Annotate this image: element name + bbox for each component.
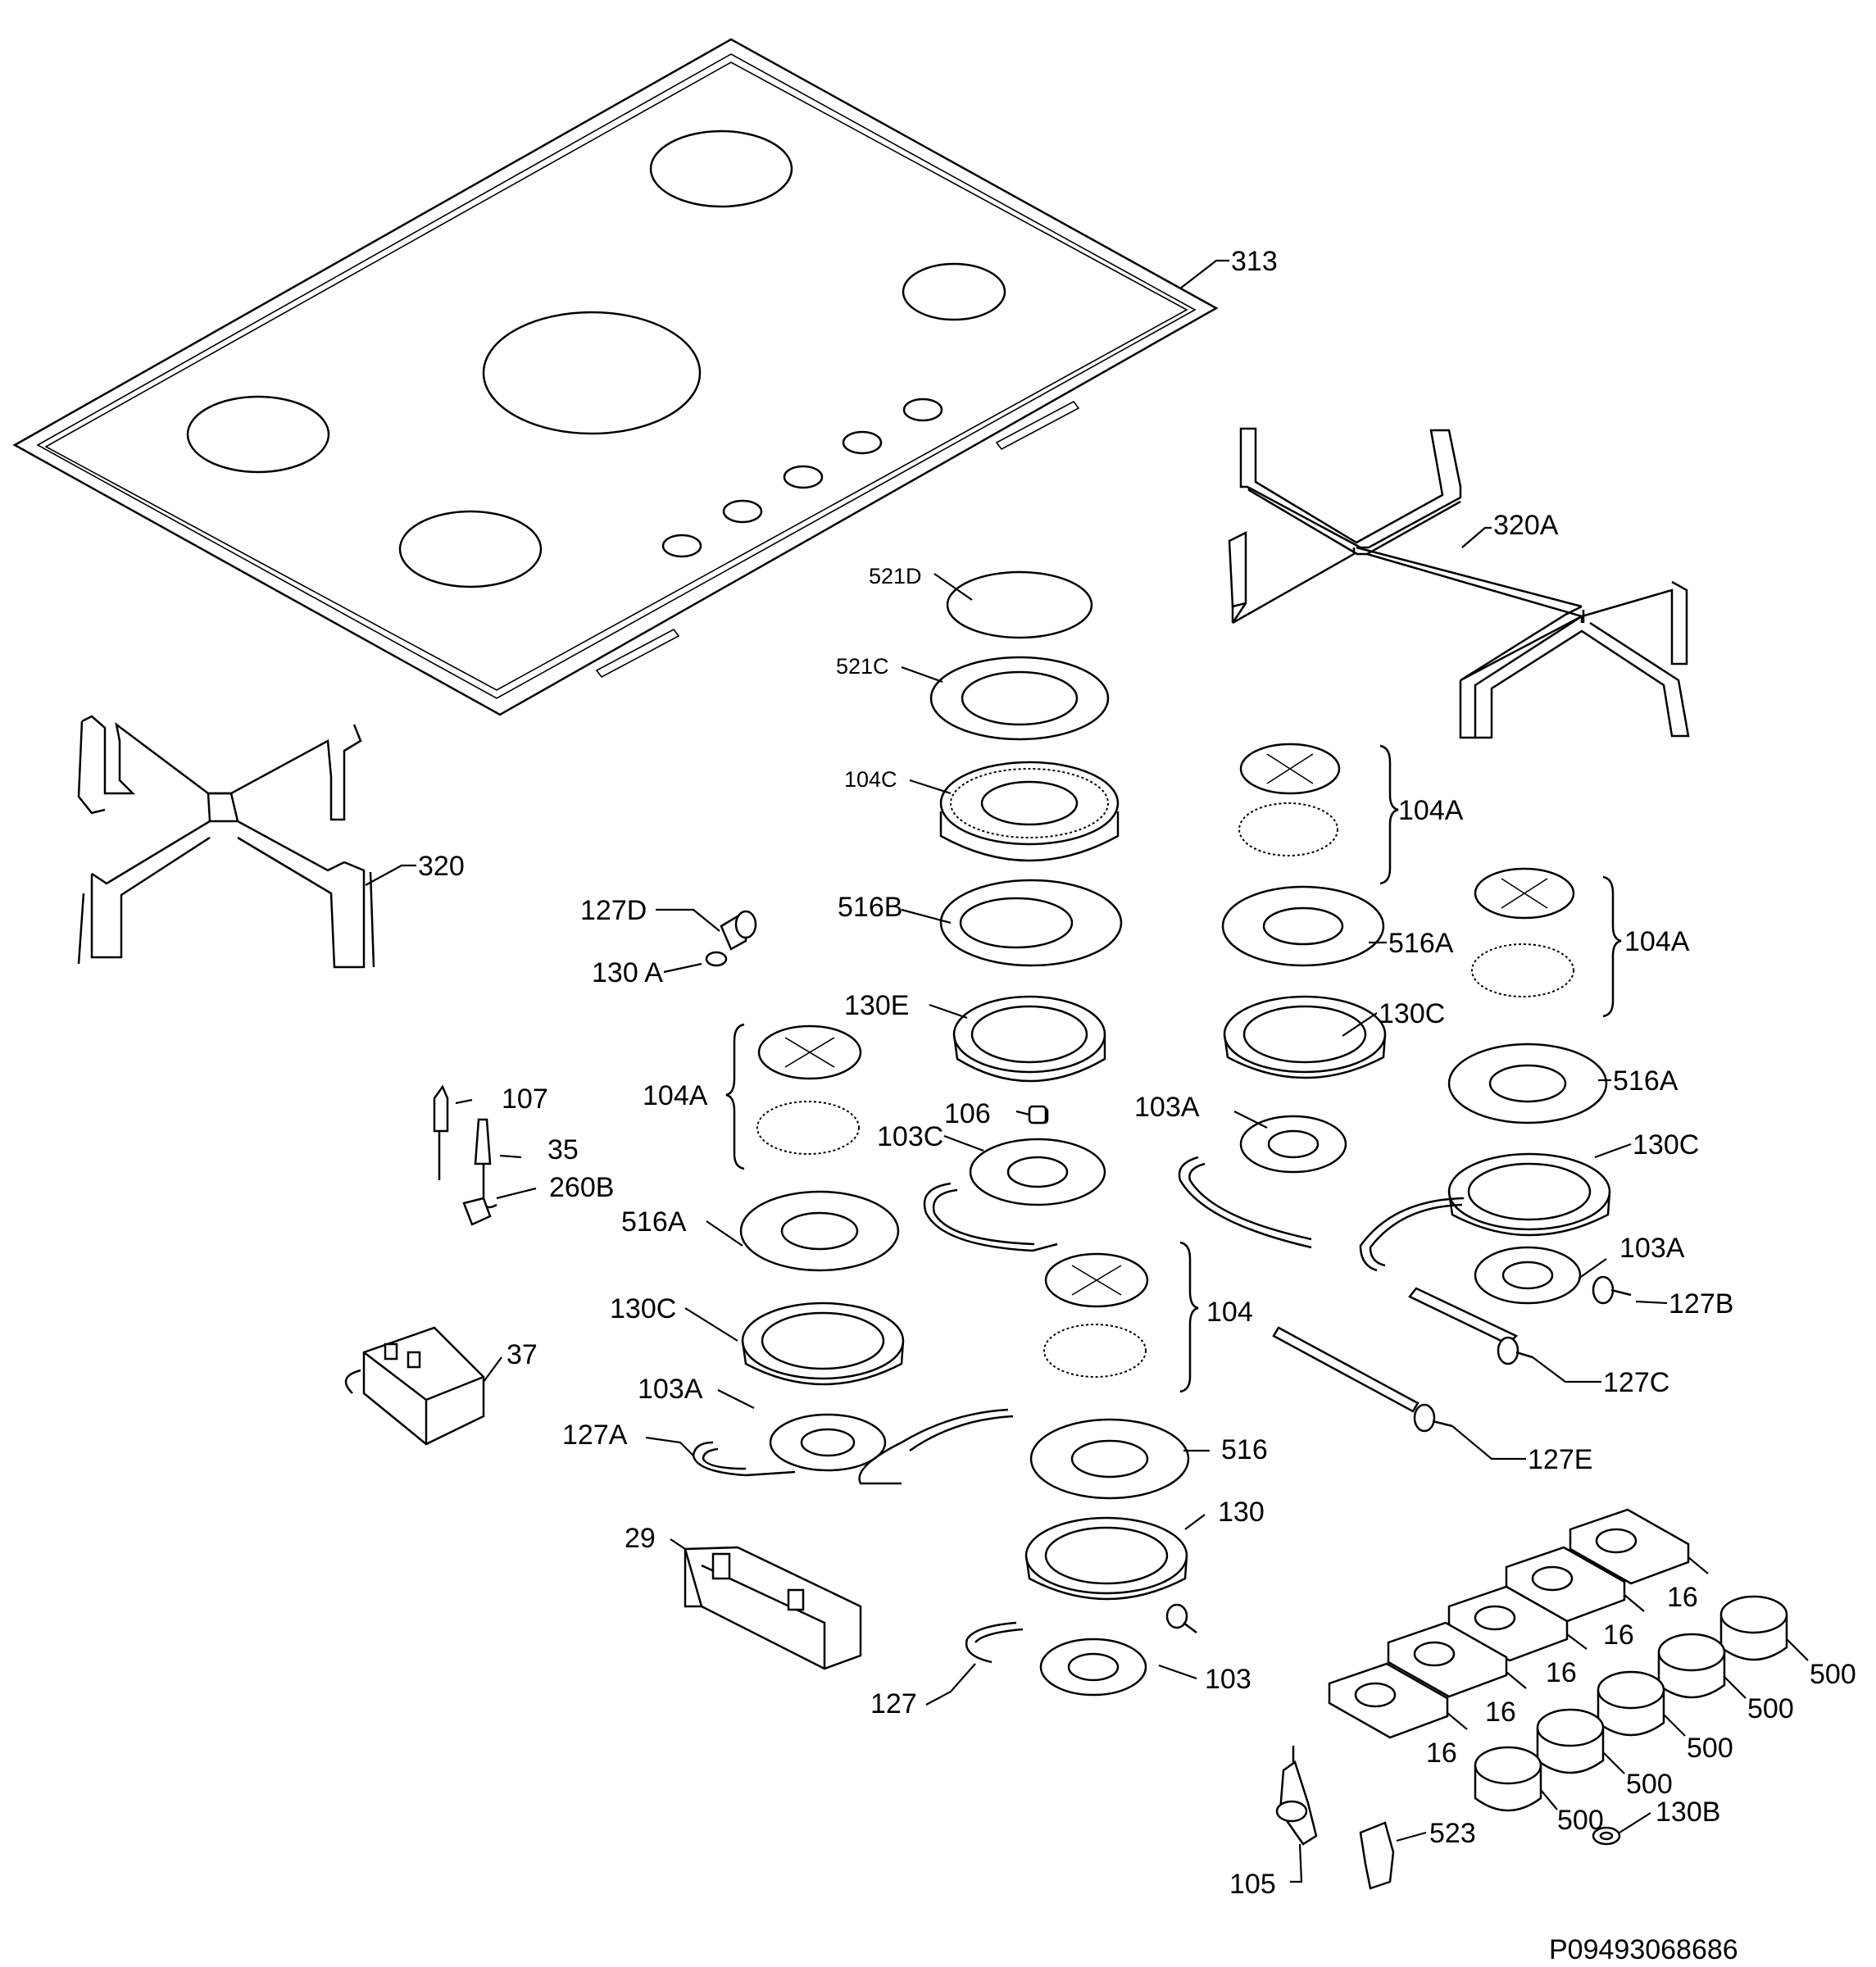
label-103a-2: 103A xyxy=(1619,1233,1685,1264)
label-130e: 130E xyxy=(844,990,909,1021)
label-130b: 130B xyxy=(1656,1797,1720,1828)
label-104: 104 xyxy=(1206,1297,1253,1328)
label-516a-3: 516A xyxy=(621,1206,687,1238)
gas-tap-5 xyxy=(1328,1662,1449,1739)
label-500-1: 500 xyxy=(1810,1659,1856,1690)
burner-right-far-stack xyxy=(1447,867,1611,1305)
label-104a-1: 104A xyxy=(1398,795,1464,826)
knob-2 xyxy=(1657,1633,1726,1699)
label-107: 107 xyxy=(502,1083,548,1115)
label-500-4: 500 xyxy=(1626,1769,1673,1800)
label-521c: 521C xyxy=(836,654,889,679)
label-516a-2: 516A xyxy=(1613,1065,1678,1097)
label-500-2: 500 xyxy=(1747,1693,1794,1724)
misc-lower-parts xyxy=(1275,1746,1621,1890)
label-29: 29 xyxy=(625,1523,656,1554)
spark-generator-37 xyxy=(344,1326,485,1446)
label-500-3: 500 xyxy=(1687,1733,1733,1764)
label-16-2: 16 xyxy=(1603,1619,1634,1651)
label-260b: 260B xyxy=(549,1172,614,1203)
label-130c-2: 130C xyxy=(1633,1129,1699,1161)
burner-center-lower-stack xyxy=(1024,1252,1190,1697)
label-16-4: 16 xyxy=(1485,1697,1516,1728)
label-127b: 127B xyxy=(1669,1288,1733,1320)
label-500-5: 500 xyxy=(1557,1805,1604,1836)
label-130a: 130 A xyxy=(592,957,663,988)
label-320: 320 xyxy=(418,851,465,882)
gas-tap-4 xyxy=(1387,1621,1508,1698)
label-103c: 103C xyxy=(877,1121,943,1152)
label-16-3: 16 xyxy=(1546,1657,1577,1688)
label-516b: 516B xyxy=(838,892,902,923)
label-104c: 104C xyxy=(844,767,897,792)
gas-tap-1 xyxy=(1569,1508,1690,1585)
label-103a-1: 103A xyxy=(1134,1092,1200,1123)
knob-4 xyxy=(1536,1708,1605,1774)
leader-lines xyxy=(365,259,1809,1883)
label-130: 130 xyxy=(1218,1497,1265,1528)
label-16-5: 16 xyxy=(1426,1738,1457,1769)
label-104a-2: 104A xyxy=(1624,926,1690,957)
knob-5 xyxy=(1474,1746,1542,1812)
bracket-29 xyxy=(684,1546,862,1670)
label-523: 523 xyxy=(1429,1818,1476,1849)
knob-1 xyxy=(1719,1595,1788,1661)
grouping-braces xyxy=(725,744,1622,1393)
label-105: 105 xyxy=(1229,1869,1276,1900)
small-fittings xyxy=(433,910,1632,1633)
diagram-code: P09493068686 xyxy=(1549,1934,1738,1965)
part-labels: 313 320A 320 521D 521C 104C 104A 104A 10… xyxy=(418,246,1856,1965)
gas-taps-16 xyxy=(1328,1508,1690,1739)
label-127: 127 xyxy=(870,1688,917,1719)
label-130c-1: 130C xyxy=(1379,998,1445,1029)
label-127a: 127A xyxy=(562,1420,628,1451)
label-106: 106 xyxy=(944,1098,991,1129)
label-127c: 127C xyxy=(1603,1367,1669,1398)
label-516: 516 xyxy=(1221,1434,1268,1465)
label-103: 103 xyxy=(1205,1664,1251,1695)
control-knobs-500 xyxy=(1474,1595,1788,1812)
knob-3 xyxy=(1597,1670,1665,1737)
label-313: 313 xyxy=(1231,246,1278,277)
label-320a: 320A xyxy=(1493,510,1559,541)
label-521d: 521D xyxy=(869,564,922,588)
label-35: 35 xyxy=(547,1134,579,1165)
label-16-1: 16 xyxy=(1667,1582,1698,1613)
burner-right-top-stack xyxy=(1221,743,1387,1174)
pan-support-320a xyxy=(1228,427,1690,739)
label-127e: 127E xyxy=(1528,1444,1592,1475)
burner-center-stack xyxy=(929,570,1123,1206)
label-104a-3: 104A xyxy=(643,1080,708,1111)
label-127d: 127D xyxy=(580,895,647,926)
gas-pipes xyxy=(692,1156,1519,1664)
label-516a-1: 516A xyxy=(1388,928,1454,959)
label-103a-3: 103A xyxy=(638,1374,703,1405)
label-37: 37 xyxy=(506,1339,538,1370)
pan-support-320 xyxy=(77,715,375,969)
hob-top-plate xyxy=(12,38,1219,716)
label-130c-3: 130C xyxy=(610,1293,676,1324)
burner-left-stack xyxy=(739,1024,905,1472)
